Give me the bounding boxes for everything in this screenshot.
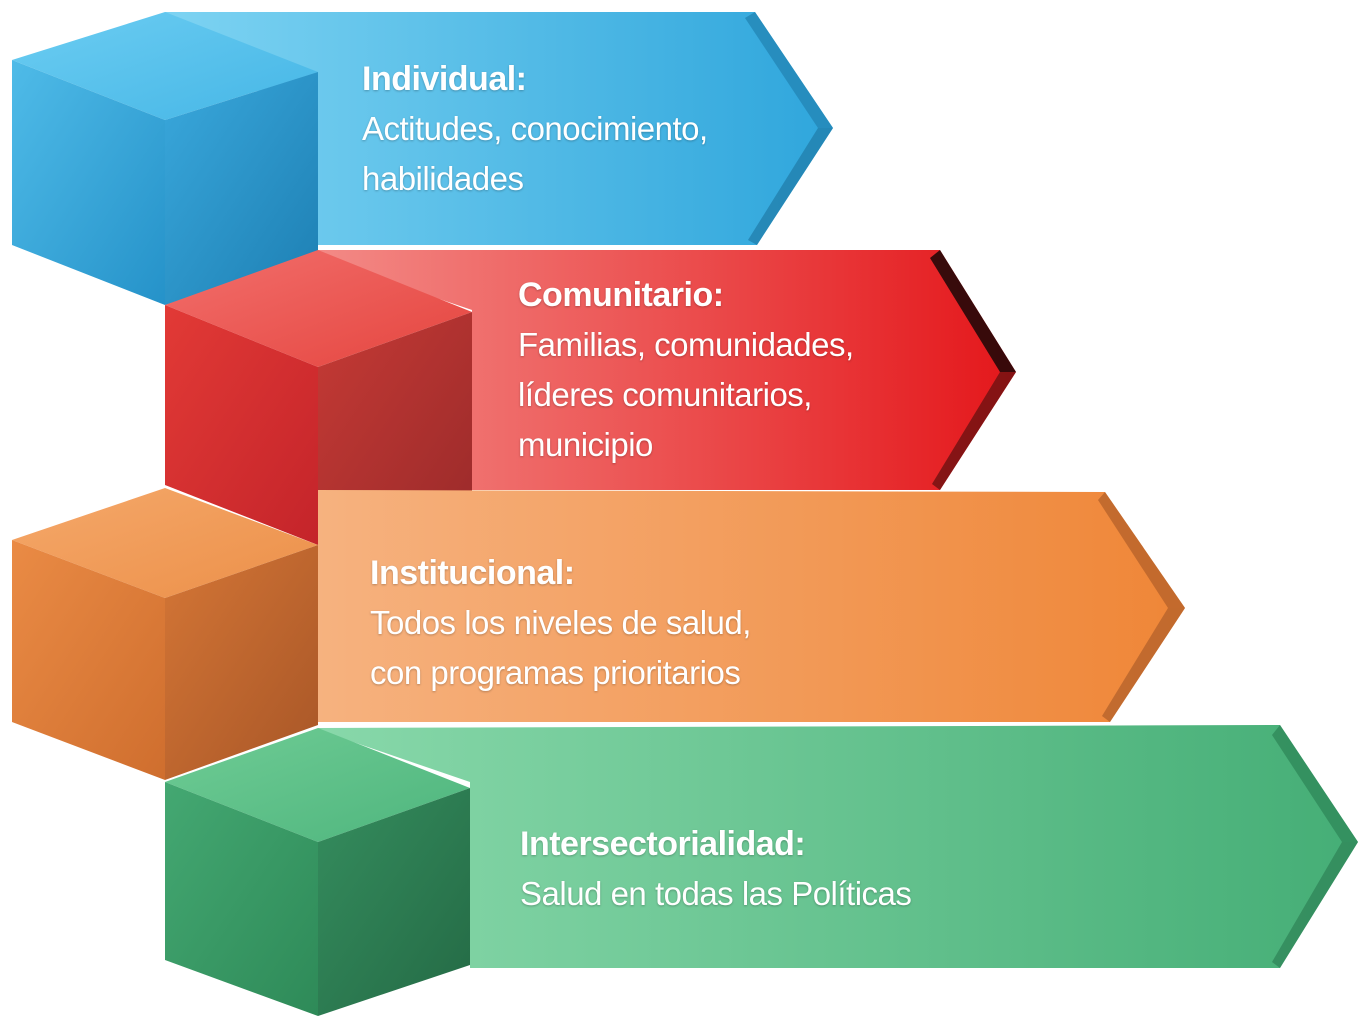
institucional-line-1: Todos los niveles de salud, bbox=[370, 604, 751, 641]
comunitario-cube bbox=[165, 250, 472, 545]
institucional-line-2: con programas prioritarios bbox=[370, 654, 741, 691]
institucional-title: Institucional: bbox=[370, 554, 575, 592]
intersectorialidad-arrow bbox=[318, 725, 1358, 968]
comunitario-line-3: municipio bbox=[518, 426, 653, 463]
individual-line-2: habilidades bbox=[362, 160, 524, 197]
comunitario-title: Comunitario: bbox=[518, 276, 724, 314]
intersectorialidad-label: Intersectorialidad: Salud en todas las P… bbox=[520, 819, 912, 919]
individual-cube bbox=[12, 12, 318, 305]
individual-title: Individual: bbox=[362, 60, 527, 98]
intersectorialidad-cube bbox=[165, 728, 470, 1016]
comunitario-arrow bbox=[318, 250, 1016, 490]
intersectorialidad-title: Intersectorialidad: bbox=[520, 825, 806, 863]
institucional-cube bbox=[12, 488, 318, 780]
individual-line-1: Actitudes, conocimiento, bbox=[362, 110, 708, 147]
comunitario-line-2: líderes comunitarios, bbox=[518, 376, 812, 413]
institucional-arrow bbox=[318, 490, 1185, 722]
comunitario-label: Comunitario: Familias, comunidades, líde… bbox=[518, 270, 854, 470]
comunitario-line-1: Familias, comunidades, bbox=[518, 326, 854, 363]
intersectorialidad-line-1: Salud en todas las Políticas bbox=[520, 875, 912, 912]
individual-label: Individual: Actitudes, conocimiento, hab… bbox=[362, 54, 708, 204]
institucional-label: Institucional: Todos los niveles de salu… bbox=[370, 548, 751, 698]
individual-arrow bbox=[165, 12, 833, 245]
